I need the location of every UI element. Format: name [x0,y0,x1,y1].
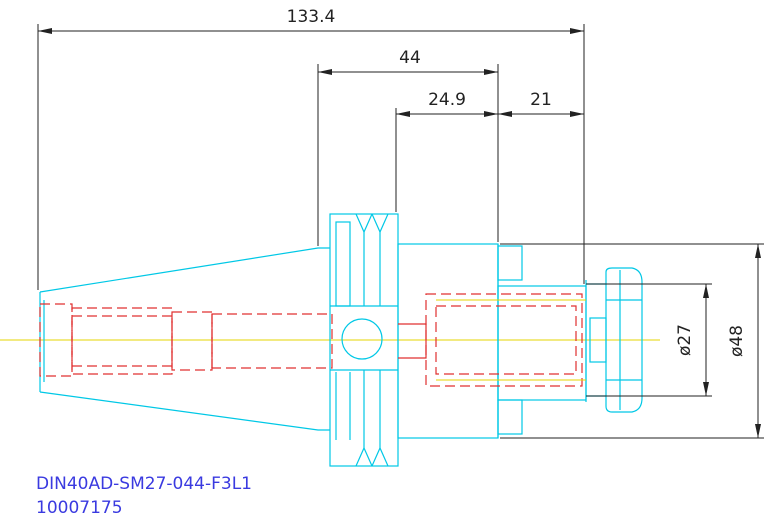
dim-label-24-9: 24.9 [428,90,466,110]
holder-body [397,243,587,439]
dim-label-44: 44 [399,48,421,68]
dim-label-21: 21 [530,90,552,110]
flange [329,213,399,467]
dimension-overall-length: 133.4 [38,7,584,34]
article-number: 10007175 [36,498,123,518]
dim-label-overall: 133.4 [287,7,336,27]
dimension-inner-diameter: ø27 [675,284,709,396]
dimension-outer-diameter: ø48 [727,244,761,438]
clamping-nut [586,267,643,413]
dim-label-d27: ø27 [675,324,695,356]
part-designation: DIN40AD-SM27-044-F3L1 [36,474,252,494]
taper-shank [39,247,330,431]
collet-pocket-hidden [398,293,586,387]
dimension-projection: 21 [498,90,584,117]
internal-bore-hidden [39,303,333,377]
dimension-gauge-to-nose: 44 [318,48,498,75]
dim-label-d48: ø48 [727,325,747,357]
extension-lines [37,24,764,439]
dimension-flange-to-shoulder: 24.9 [396,90,498,117]
